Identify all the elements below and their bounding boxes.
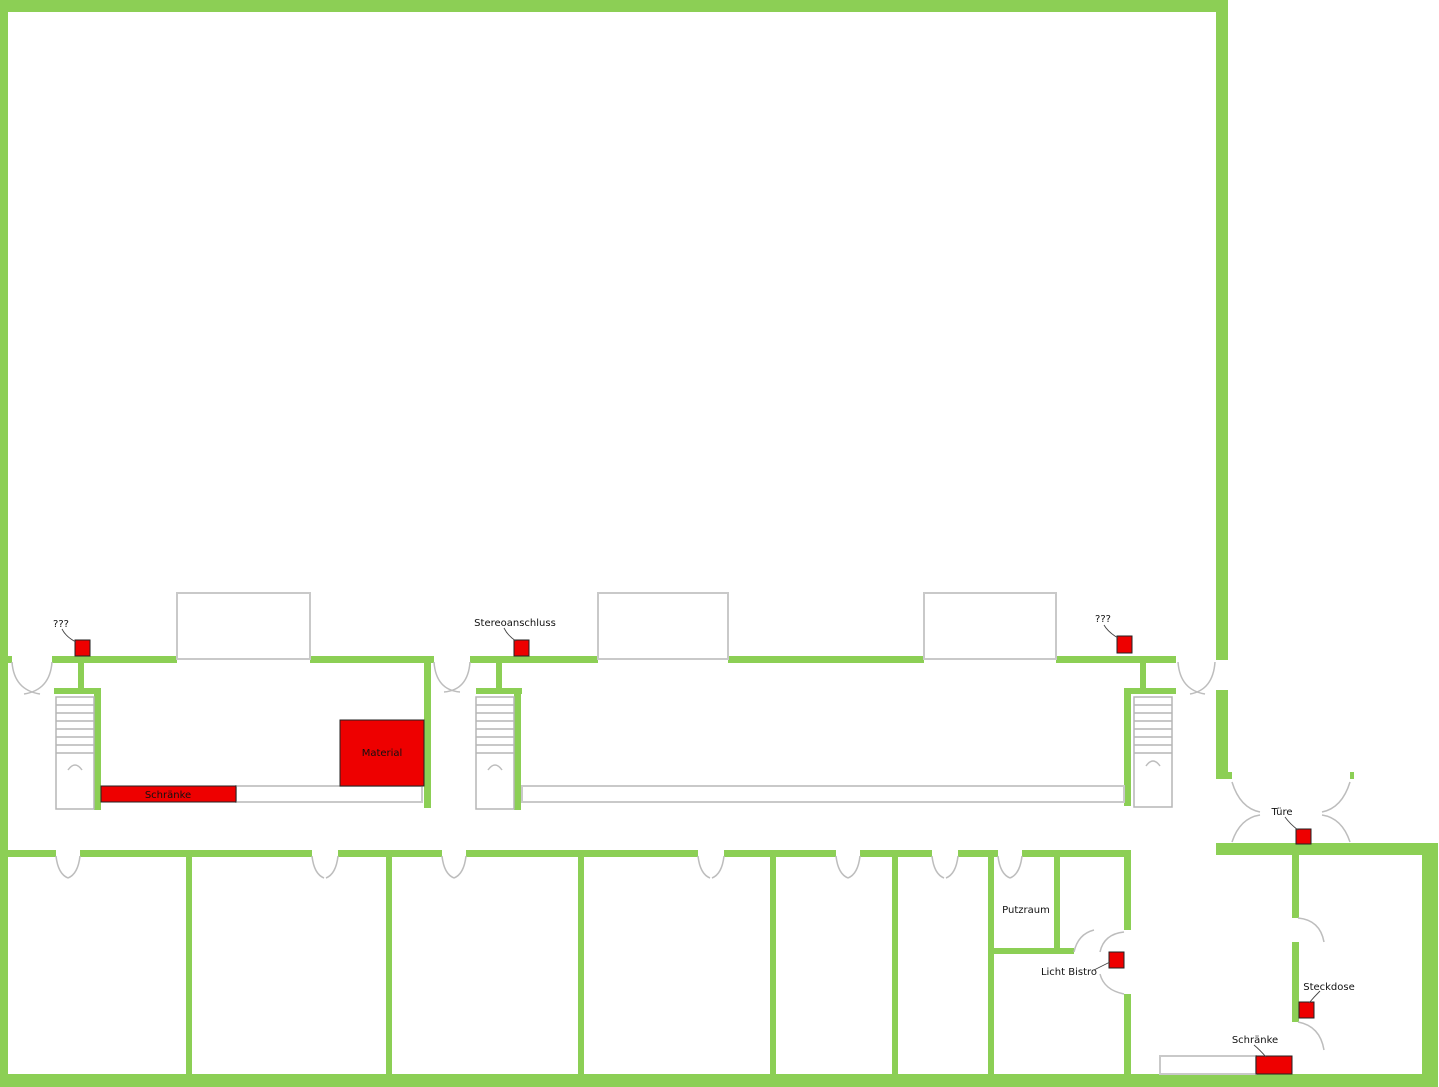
wall-seg (476, 688, 522, 694)
wall-seg (1054, 850, 1060, 952)
wall-annex-top (1216, 843, 1438, 855)
wall-notch-right (1350, 772, 1354, 779)
label-door: Türe (1270, 807, 1292, 818)
wall-seg (514, 688, 521, 810)
wall-seg (728, 656, 924, 663)
labels: ??? Stereoanschluss ??? Material Schränk… (53, 614, 1355, 1046)
wall-notch (1216, 772, 1232, 779)
label-cleaning-room: Putzraum (1002, 905, 1050, 916)
label-material: Material (362, 748, 403, 759)
wall-seg (1124, 688, 1131, 806)
storage-row-walls (0, 656, 1176, 810)
marker-cabinets-left (100, 785, 237, 803)
lower-rooms-walls (0, 850, 1299, 1080)
wall-seg (1292, 850, 1299, 918)
label-unknown-right: ??? (1095, 614, 1111, 625)
wall-annex-right (1422, 843, 1438, 1087)
wall-seg (770, 850, 776, 1080)
wall-seg (94, 688, 101, 810)
wall-seg (1292, 942, 1299, 1022)
label-cabinets-left: Schränke (145, 790, 191, 801)
window-frame (923, 592, 1057, 660)
wall-seg (470, 656, 598, 663)
marker-stereo (513, 639, 530, 657)
wall-seg (386, 850, 392, 1080)
wall-seg (0, 850, 56, 857)
label-light-bistro: Licht Bistro (1041, 967, 1097, 978)
wall-top (0, 0, 1228, 12)
wall-seg (186, 850, 192, 1080)
wall-seg (988, 850, 994, 1080)
wall-seg (52, 656, 177, 663)
window-frames (176, 592, 1057, 660)
wall-seg (1124, 688, 1176, 694)
wall-seg (78, 656, 84, 688)
wall-left (0, 0, 8, 1087)
marker-material (339, 719, 425, 787)
door-swings-upper (11, 661, 1351, 843)
label-unknown-left: ??? (53, 619, 69, 630)
markers (74, 635, 1315, 1075)
stairs-middle (475, 696, 515, 810)
marker-door (1295, 828, 1312, 845)
wall-seg (54, 688, 100, 694)
shelf-annex (1159, 1055, 1257, 1075)
wall-seg (1022, 850, 1130, 857)
wall-seg (1124, 994, 1131, 1080)
marker-unknown-right (1116, 635, 1133, 654)
wall-seg (310, 656, 434, 663)
wall-seg (496, 656, 502, 688)
marker-unknown-left (74, 639, 91, 657)
wall-seg (892, 850, 898, 1080)
label-stereo: Stereoanschluss (474, 618, 556, 629)
wall-seg (988, 948, 1074, 954)
wall-seg (1056, 656, 1176, 663)
window-frame (176, 592, 311, 660)
label-cabinets-right: Schränke (1232, 1035, 1278, 1046)
wall-seg (724, 850, 836, 857)
wall-seg (1124, 850, 1131, 930)
label-socket: Steckdose (1303, 982, 1355, 993)
wall-seg (424, 656, 431, 808)
marker-light-bistro (1108, 951, 1125, 969)
wall-seg (578, 850, 584, 1080)
wall-right-upper (1216, 0, 1228, 660)
shelf-left (235, 785, 423, 803)
wall-seg (0, 656, 12, 663)
marker-cabinets-right (1255, 1055, 1293, 1075)
stairs-right (1133, 696, 1173, 808)
stairs-left (55, 696, 95, 810)
wall-right-mid (1216, 690, 1228, 778)
wall-seg (958, 850, 998, 857)
wall-bottom (0, 1074, 1438, 1087)
wall-seg (80, 850, 312, 857)
shelf-middle (521, 785, 1125, 803)
door-swings-lower (55, 855, 1325, 1051)
marker-socket (1298, 1001, 1315, 1019)
window-frame (597, 592, 729, 660)
wall-seg (1140, 656, 1146, 688)
leader-arrows (61, 624, 1321, 1058)
